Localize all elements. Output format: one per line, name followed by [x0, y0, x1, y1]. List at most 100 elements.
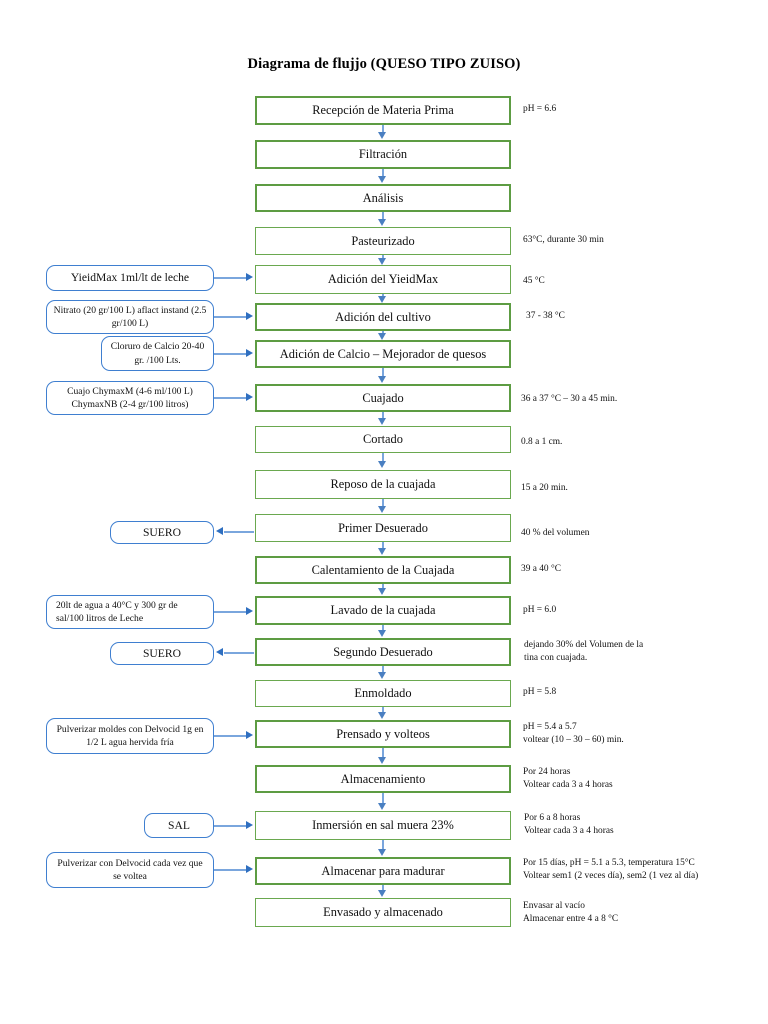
connector-line	[382, 412, 384, 419]
annotation-cuajado: 36 a 37 °C – 30 a 45 min.	[521, 394, 618, 404]
process-node-desuerado1[interactable]: Primer Desuerado	[255, 514, 511, 542]
annotation-yieidmax: 45 °C	[523, 276, 545, 286]
connector-arrow	[378, 506, 386, 513]
connector-line	[382, 793, 384, 804]
annotation-recepcion: pH = 6.6	[523, 104, 557, 114]
process-node-envasado[interactable]: Envasado y almacenado	[255, 898, 511, 927]
connector-line	[382, 453, 384, 462]
annotation-madurar: Por 15 días, pH = 5.1 a 5.3, temperatura…	[523, 858, 699, 882]
annotation-cortado: 0.8 a 1 cm.	[521, 437, 563, 447]
connector-arrow	[246, 393, 253, 401]
process-node-calcio[interactable]: Adición de Calcio – Mejorador de quesos	[255, 340, 511, 368]
connector-line	[382, 499, 384, 507]
process-node-cultivo[interactable]: Adición del cultivo	[255, 303, 511, 331]
process-node-yieidmax[interactable]: Adición del YieidMax	[255, 265, 511, 294]
input-note-sal[interactable]: SAL	[144, 813, 214, 838]
annotation-prensado: pH = 5.4 a 5.7 voltear (10 – 30 – 60) mi…	[523, 722, 624, 746]
connector-line	[382, 368, 384, 377]
process-node-enmoldado[interactable]: Enmoldado	[255, 680, 511, 707]
connector-line	[382, 212, 384, 220]
connector-arrow	[246, 865, 253, 873]
process-node-reposo[interactable]: Reposo de la cuajada	[255, 470, 511, 499]
input-note-nitrato[interactable]: Nitrato (20 gr/100 L) aflact instand (2.…	[46, 300, 214, 334]
connector-arrow	[378, 333, 386, 340]
process-node-desuerado2[interactable]: Segundo Desuerado	[255, 638, 511, 666]
process-node-recepcion[interactable]: Recepción de Materia Prima	[255, 96, 511, 125]
input-note-cuajo[interactable]: Cuajo ChymaxM (4-6 ml/100 L) ChymaxNB (2…	[46, 381, 214, 415]
connector-arrow	[378, 418, 386, 425]
input-note-cloruro[interactable]: Cloruro de Calcio 20-40 gr. /100 Lts.	[101, 336, 214, 371]
connector-line	[214, 869, 248, 871]
process-node-almacenamiento[interactable]: Almacenamiento	[255, 765, 511, 793]
process-node-prensado[interactable]: Prensado y volteos	[255, 720, 511, 748]
connector-arrow	[378, 296, 386, 303]
connector-line	[382, 331, 384, 334]
connector-line	[382, 255, 384, 259]
connector-arrow	[378, 219, 386, 226]
connector-line	[214, 353, 248, 355]
connector-line	[214, 825, 248, 827]
connector-arrow	[378, 757, 386, 764]
connector-line	[214, 277, 248, 279]
page-title: Diagrama de flujjo (QUESO TIPO ZUISO)	[247, 56, 521, 72]
connector-line	[382, 584, 384, 589]
connector-arrow	[246, 607, 253, 615]
connector-line	[382, 840, 384, 850]
output-note-suero-2[interactable]: SUERO	[110, 642, 214, 665]
connector-line	[382, 542, 384, 549]
annotation-almacenamiento: Por 24 horas Voltear cada 3 a 4 horas	[523, 767, 613, 791]
connector-arrow	[378, 803, 386, 810]
annotation-desuerado2: dejando 30% del Volumen de la tina con c…	[524, 640, 644, 664]
annotation-envasado: Envasar al vacío Almacenar entre 4 a 8 °…	[523, 901, 619, 925]
connector-arrow	[246, 349, 253, 357]
connector-line	[224, 531, 254, 533]
process-node-analisis[interactable]: Análisis	[255, 184, 511, 212]
input-note-yieidmax[interactable]: YieidMax 1ml/lt de leche	[46, 265, 214, 291]
process-node-pasteurizado[interactable]: Pasteurizado	[255, 227, 511, 255]
connector-line	[382, 707, 384, 713]
annotation-pasteurizado: 63°C, durante 30 min	[523, 235, 604, 245]
connector-arrow	[246, 273, 253, 281]
connector-line	[382, 125, 384, 134]
connector-line	[382, 625, 384, 631]
annotation-cultivo: 37 - 38 °C	[526, 311, 565, 321]
connector-arrow	[378, 672, 386, 679]
annotation-inmersion: Por 6 a 8 horas Voltear cada 3 a 4 horas	[524, 813, 614, 837]
connector-arrow	[246, 821, 253, 829]
input-note-delvocid-moldes[interactable]: Pulverizar moldes con Delvocid 1g en 1/2…	[46, 718, 214, 754]
process-node-filtracion[interactable]: Filtración	[255, 140, 511, 169]
connector-line	[382, 748, 384, 758]
connector-arrow	[216, 648, 223, 656]
output-note-suero-1[interactable]: SUERO	[110, 521, 214, 544]
connector-line	[382, 666, 384, 673]
connector-arrow	[216, 527, 223, 535]
input-note-agua-sal[interactable]: 20lt de agua a 40°C y 300 gr de sal/100 …	[46, 595, 214, 629]
connector-line	[382, 885, 384, 891]
connector-line	[214, 316, 248, 318]
annotation-lavado: pH = 6.0	[523, 605, 557, 615]
process-node-calentamiento[interactable]: Calentamiento de la Cuajada	[255, 556, 511, 584]
connector-line	[224, 652, 254, 654]
connector-line	[382, 294, 384, 297]
connector-arrow	[378, 132, 386, 139]
connector-arrow	[378, 849, 386, 856]
input-note-delvocid-voltea[interactable]: Pulverizar con Delvocid cada vez que se …	[46, 852, 214, 888]
connector-line	[214, 397, 248, 399]
connector-arrow	[378, 176, 386, 183]
connector-line	[214, 735, 248, 737]
process-node-cortado[interactable]: Cortado	[255, 426, 511, 453]
connector-arrow	[378, 630, 386, 637]
connector-arrow	[246, 312, 253, 320]
process-node-lavado[interactable]: Lavado de la cuajada	[255, 596, 511, 625]
connector-arrow	[378, 461, 386, 468]
process-node-inmersion[interactable]: Inmersión en sal muera 23%	[255, 811, 511, 840]
connector-arrow	[378, 548, 386, 555]
process-node-cuajado[interactable]: Cuajado	[255, 384, 511, 412]
connector-arrow	[378, 376, 386, 383]
process-node-madurar[interactable]: Almacenar para madurar	[255, 857, 511, 885]
connector-arrow	[378, 588, 386, 595]
annotation-calentamiento: 39 a 40 °C	[521, 564, 561, 574]
connector-arrow	[378, 712, 386, 719]
connector-line	[382, 169, 384, 177]
